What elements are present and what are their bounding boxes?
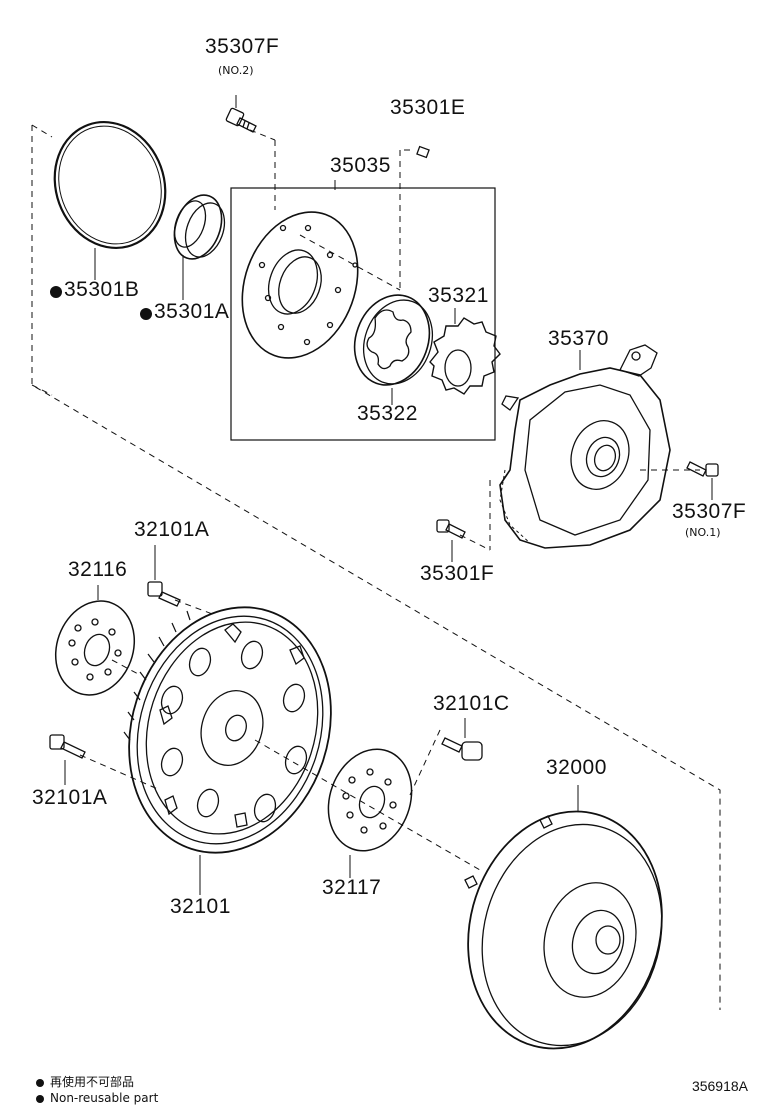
- driven-gear-35322: [353, 294, 433, 405]
- bolt-35301F: [436, 519, 466, 562]
- label-35301A-group: 35301A: [140, 300, 229, 324]
- bolt-32101A-top: [147, 545, 181, 607]
- legend-dot: [36, 1094, 44, 1103]
- label-35321: 35321: [428, 284, 489, 307]
- torque-converter-32000: [464, 785, 663, 1050]
- label-35301A: 35301A: [154, 300, 230, 323]
- label-35035: 35035: [330, 154, 391, 177]
- label-35370: 35370: [548, 327, 609, 350]
- pin-35301E: [416, 145, 430, 159]
- plate-32116: [54, 585, 136, 696]
- label-35307F-no2: 35307F: [205, 35, 280, 58]
- non-reusable-mark: [140, 307, 152, 320]
- drive-gear-35321: [429, 308, 501, 395]
- oil-seal-35301A: [173, 194, 226, 300]
- label-35307F-no2-note: (NO.2): [218, 64, 254, 77]
- bolt-32101C: [441, 718, 483, 761]
- label-32000: 32000: [546, 756, 607, 779]
- bolt-35307F-no2: [225, 95, 257, 133]
- bolt-32101A-left: [49, 734, 86, 785]
- pump-plate: [241, 180, 359, 359]
- label-35322: 35322: [357, 402, 418, 425]
- label-35301B-group: 35301B: [50, 278, 139, 302]
- label-35301E: 35301E: [390, 96, 466, 119]
- label-35301F: 35301F: [420, 562, 495, 585]
- plate-32117: [327, 748, 413, 878]
- label-32117: 32117: [322, 876, 382, 899]
- label-32101A-top: 32101A: [134, 518, 210, 541]
- label-35307F-no1-note: (NO.1): [685, 526, 721, 539]
- pump-group-box: [230, 187, 496, 441]
- legend-text-jp: 再使用不可部品: [50, 1075, 135, 1089]
- label-32101A-left: 32101A: [32, 786, 108, 809]
- legend-line-2: Non-reusable part: [36, 1091, 158, 1105]
- legend-text-en: Non-reusable part: [50, 1091, 159, 1105]
- label-32101: 32101: [170, 895, 231, 918]
- diagram-code: 356918A: [691, 1078, 748, 1094]
- label-35307F-no1: 35307F: [672, 500, 747, 523]
- non-reusable-mark: [50, 285, 62, 298]
- legend-dot: [36, 1078, 44, 1087]
- label-32101C: 32101C: [433, 692, 510, 715]
- drive-plate-32101: [123, 606, 332, 895]
- label-35301B: 35301B: [64, 278, 140, 301]
- label-32116: 32116: [68, 558, 128, 581]
- legend-line-1: 再使用不可部品: [36, 1073, 134, 1090]
- pump-cover-35370: [499, 344, 671, 549]
- assembly-guide-lines: [31, 124, 721, 1010]
- bolt-35307F-no1: [686, 461, 719, 500]
- o-ring-35301B: [53, 120, 167, 280]
